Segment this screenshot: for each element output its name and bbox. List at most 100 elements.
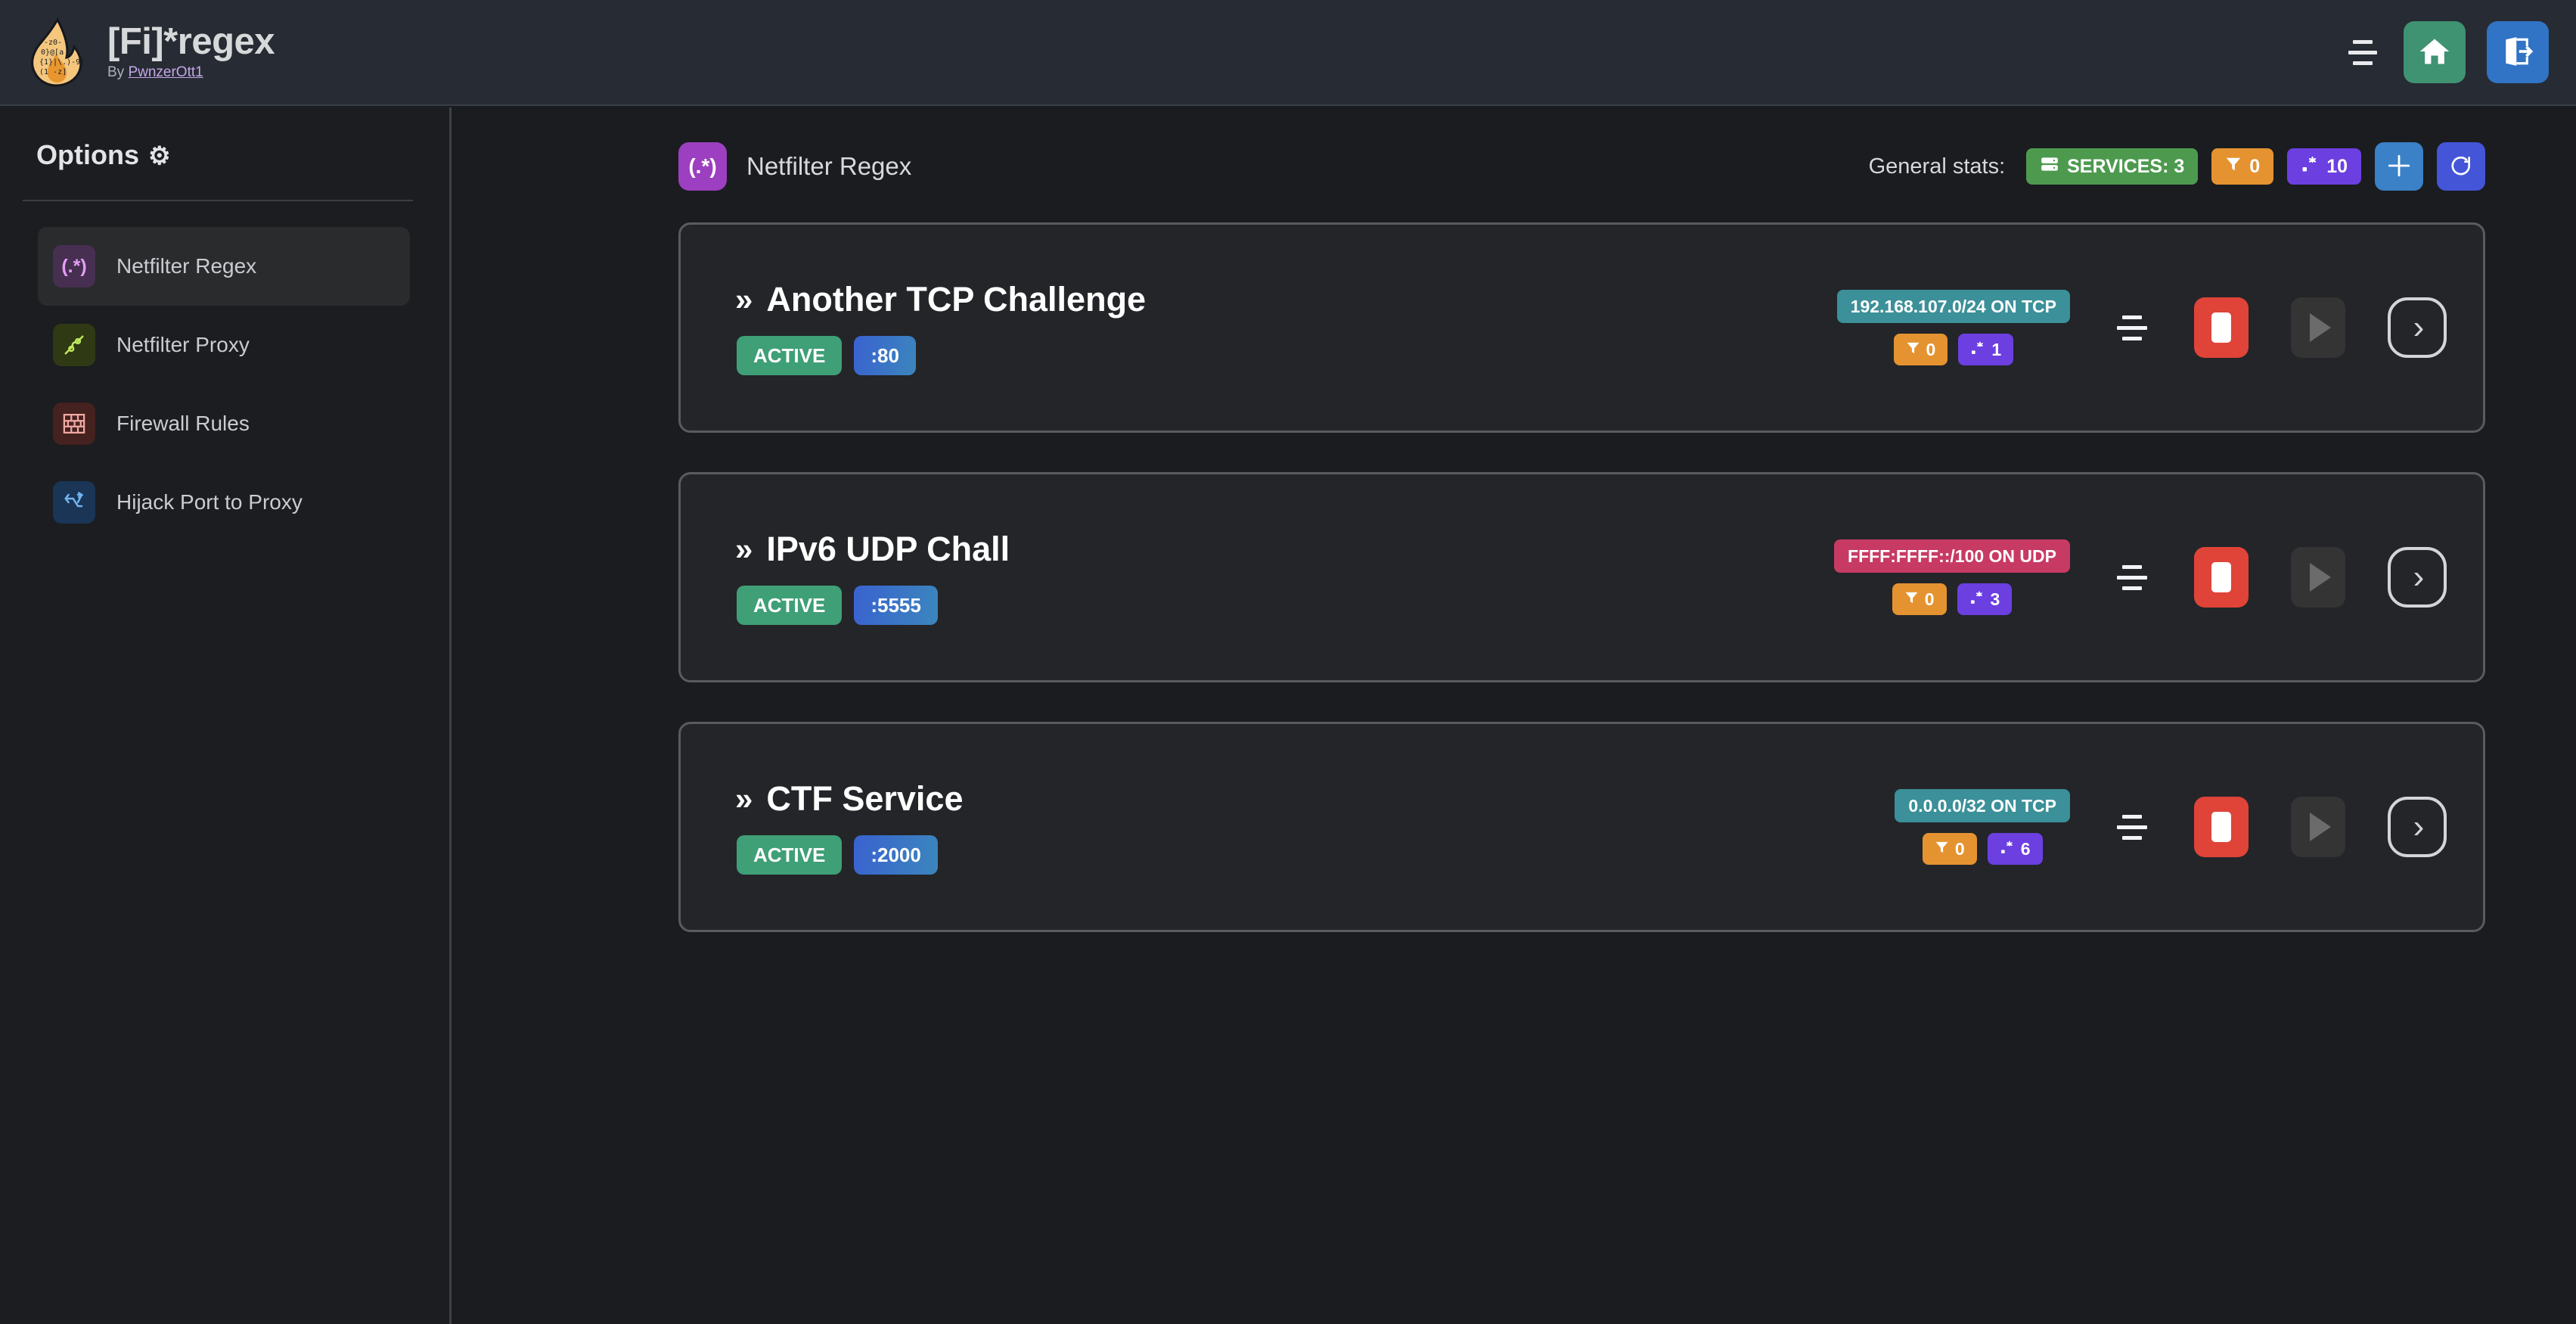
stop-icon xyxy=(2211,312,2231,343)
stop-button[interactable] xyxy=(2194,797,2249,857)
play-icon xyxy=(2310,313,2331,342)
flame-logo: -z0- 0}@[a {1}|\.)-9] (1 -z] xyxy=(27,17,85,87)
logout-button[interactable] xyxy=(2487,21,2549,83)
regex-icon xyxy=(2301,155,2319,179)
sidebar-item-hijack-port-to-proxy[interactable]: Hijack Port to Proxy xyxy=(38,463,410,542)
service-actions: FFFF:FFFF::/100 ON UDP 0 xyxy=(1834,539,2447,615)
double-chevron-icon: » xyxy=(735,781,753,816)
sidebar-item-label: Hijack Port to Proxy xyxy=(116,490,303,514)
service-list: » Another TCP Challenge ACTIVE :80 192.1… xyxy=(454,222,2576,932)
service-card[interactable]: » Another TCP Challenge ACTIVE :80 192.1… xyxy=(678,222,2485,433)
status-badge-regex: 10 xyxy=(2287,148,2361,185)
service-card[interactable]: » IPv6 UDP Chall ACTIVE :5555 FFFF:FFFF:… xyxy=(678,472,2485,682)
svg-text:0}@[a: 0}@[a xyxy=(41,48,64,57)
header-actions xyxy=(2343,21,2549,83)
app-byline: By PwnzerOtt1 xyxy=(107,64,275,81)
network-counters: 0 3 xyxy=(1892,583,2013,615)
chevron-right-icon: › xyxy=(2413,808,2425,845)
list-icon[interactable] xyxy=(2112,814,2152,840)
service-name: CTF Service xyxy=(766,779,964,818)
regex-count-label: 10 xyxy=(2326,155,2348,177)
service-name: IPv6 UDP Chall xyxy=(766,530,1010,568)
service-title: » CTF Service xyxy=(735,779,963,819)
play-icon xyxy=(2310,813,2331,841)
network-info: FFFF:FFFF::/100 ON UDP 0 xyxy=(1834,539,2070,615)
gear-icon: ⚙ xyxy=(147,141,171,169)
filters-count: 0 xyxy=(1954,838,1965,859)
sidebar-item-netfilter-proxy[interactable]: Netfilter Proxy xyxy=(38,306,410,384)
filter-icon xyxy=(1904,589,1919,610)
stop-button[interactable] xyxy=(2194,297,2249,358)
home-button[interactable] xyxy=(2404,21,2466,83)
regex-badge: 3 xyxy=(1957,583,2013,615)
regex-icon xyxy=(1970,340,1985,360)
stop-icon xyxy=(2211,562,2231,592)
double-chevron-icon: » xyxy=(735,281,753,317)
refresh-button[interactable] xyxy=(2437,142,2485,191)
page-header: (.*) Netfilter Regex General stats: SERV… xyxy=(454,142,2576,191)
service-actions: 192.168.107.0/24 ON TCP 0 xyxy=(1836,290,2447,365)
refresh-icon xyxy=(2449,154,2473,180)
hamburger-icon[interactable] xyxy=(2343,37,2382,67)
network-badge: 192.168.107.0/24 ON TCP xyxy=(1836,290,2070,323)
play-button[interactable] xyxy=(2291,297,2345,358)
stop-button[interactable] xyxy=(2194,547,2249,608)
play-button[interactable] xyxy=(2291,797,2345,857)
service-card[interactable]: » CTF Service ACTIVE :2000 0.0.0.0/32 ON… xyxy=(678,722,2485,932)
sidebar-item-firewall-rules[interactable]: Firewall Rules xyxy=(38,384,410,463)
filter-icon xyxy=(1906,340,1920,360)
sidebar-item-label: Firewall Rules xyxy=(116,412,250,435)
service-info: » Another TCP Challenge ACTIVE :80 xyxy=(735,280,1146,375)
service-title: » Another TCP Challenge xyxy=(735,280,1146,319)
plus-icon xyxy=(2386,153,2412,181)
server-icon xyxy=(2040,154,2059,179)
sidebar-item-label: Netfilter Regex xyxy=(116,254,257,278)
fork-arrow-icon xyxy=(53,481,95,524)
service-tags: ACTIVE :2000 xyxy=(735,835,963,875)
filters-badge: 0 xyxy=(1922,833,1977,865)
play-button[interactable] xyxy=(2291,547,2345,608)
status-badge: ACTIVE xyxy=(737,336,843,375)
sidebar-item-label: Netfilter Proxy xyxy=(116,333,250,356)
service-info: » CTF Service ACTIVE :2000 xyxy=(735,779,963,875)
svg-text:{1}|\.)-9]: {1}|\.)-9] xyxy=(39,58,85,67)
regex-badge: 6 xyxy=(1987,833,2043,865)
filters-count-label: 0 xyxy=(2249,155,2261,177)
network-info: 0.0.0.0/32 ON TCP 0 xyxy=(1895,789,2070,865)
details-button[interactable]: › xyxy=(2388,547,2447,608)
details-button[interactable]: › xyxy=(2388,297,2447,358)
regex-icon: (.*) xyxy=(53,245,95,287)
page-regex-icon: (.*) xyxy=(678,142,727,191)
port-badge: :2000 xyxy=(854,835,938,875)
network-counters: 0 6 xyxy=(1922,833,2043,865)
details-button[interactable]: › xyxy=(2388,797,2447,857)
chevron-right-icon: › xyxy=(2413,309,2425,346)
regex-icon xyxy=(1969,589,1985,610)
service-info: » IPv6 UDP Chall ACTIVE :5555 xyxy=(735,530,1010,625)
sidebar-title-label: Options xyxy=(36,139,139,170)
list-icon[interactable] xyxy=(2112,315,2152,340)
filters-badge: 0 xyxy=(1892,583,1947,615)
list-icon[interactable] xyxy=(2112,564,2152,590)
status-badge: ACTIVE xyxy=(737,835,843,875)
top-header-bar: -z0- 0}@[a {1}|\.)-9] (1 -z] [Fi]*regex … xyxy=(0,0,2576,106)
svg-text:-z0-: -z0- xyxy=(44,39,62,47)
plug-icon xyxy=(53,324,95,366)
status-badge-filters: 0 xyxy=(2211,148,2274,185)
by-prefix: By xyxy=(107,64,129,81)
add-service-button[interactable] xyxy=(2375,142,2423,191)
home-icon xyxy=(2418,35,2451,70)
app-title: [Fi]*regex xyxy=(107,20,275,62)
status-badge: ACTIVE xyxy=(737,586,843,625)
services-count-label: SERVICES: 3 xyxy=(2067,155,2185,177)
network-info: 192.168.107.0/24 ON TCP 0 xyxy=(1836,290,2070,365)
sidebar-divider xyxy=(23,200,413,201)
author-link[interactable]: PwnzerOtt1 xyxy=(128,64,203,81)
sidebar-item-netfilter-regex[interactable]: (.*) Netfilter Regex xyxy=(38,227,410,306)
sidebar: Options ⚙ (.*) Netfilter Regex Netfilter… xyxy=(0,107,452,1324)
service-tags: ACTIVE :5555 xyxy=(735,586,1010,625)
network-counters: 0 1 xyxy=(1893,334,2014,365)
sidebar-nav: (.*) Netfilter Regex Netfilter Proxy xyxy=(0,227,449,542)
sidebar-title: Options ⚙ xyxy=(36,139,449,171)
port-badge: :5555 xyxy=(854,586,938,625)
